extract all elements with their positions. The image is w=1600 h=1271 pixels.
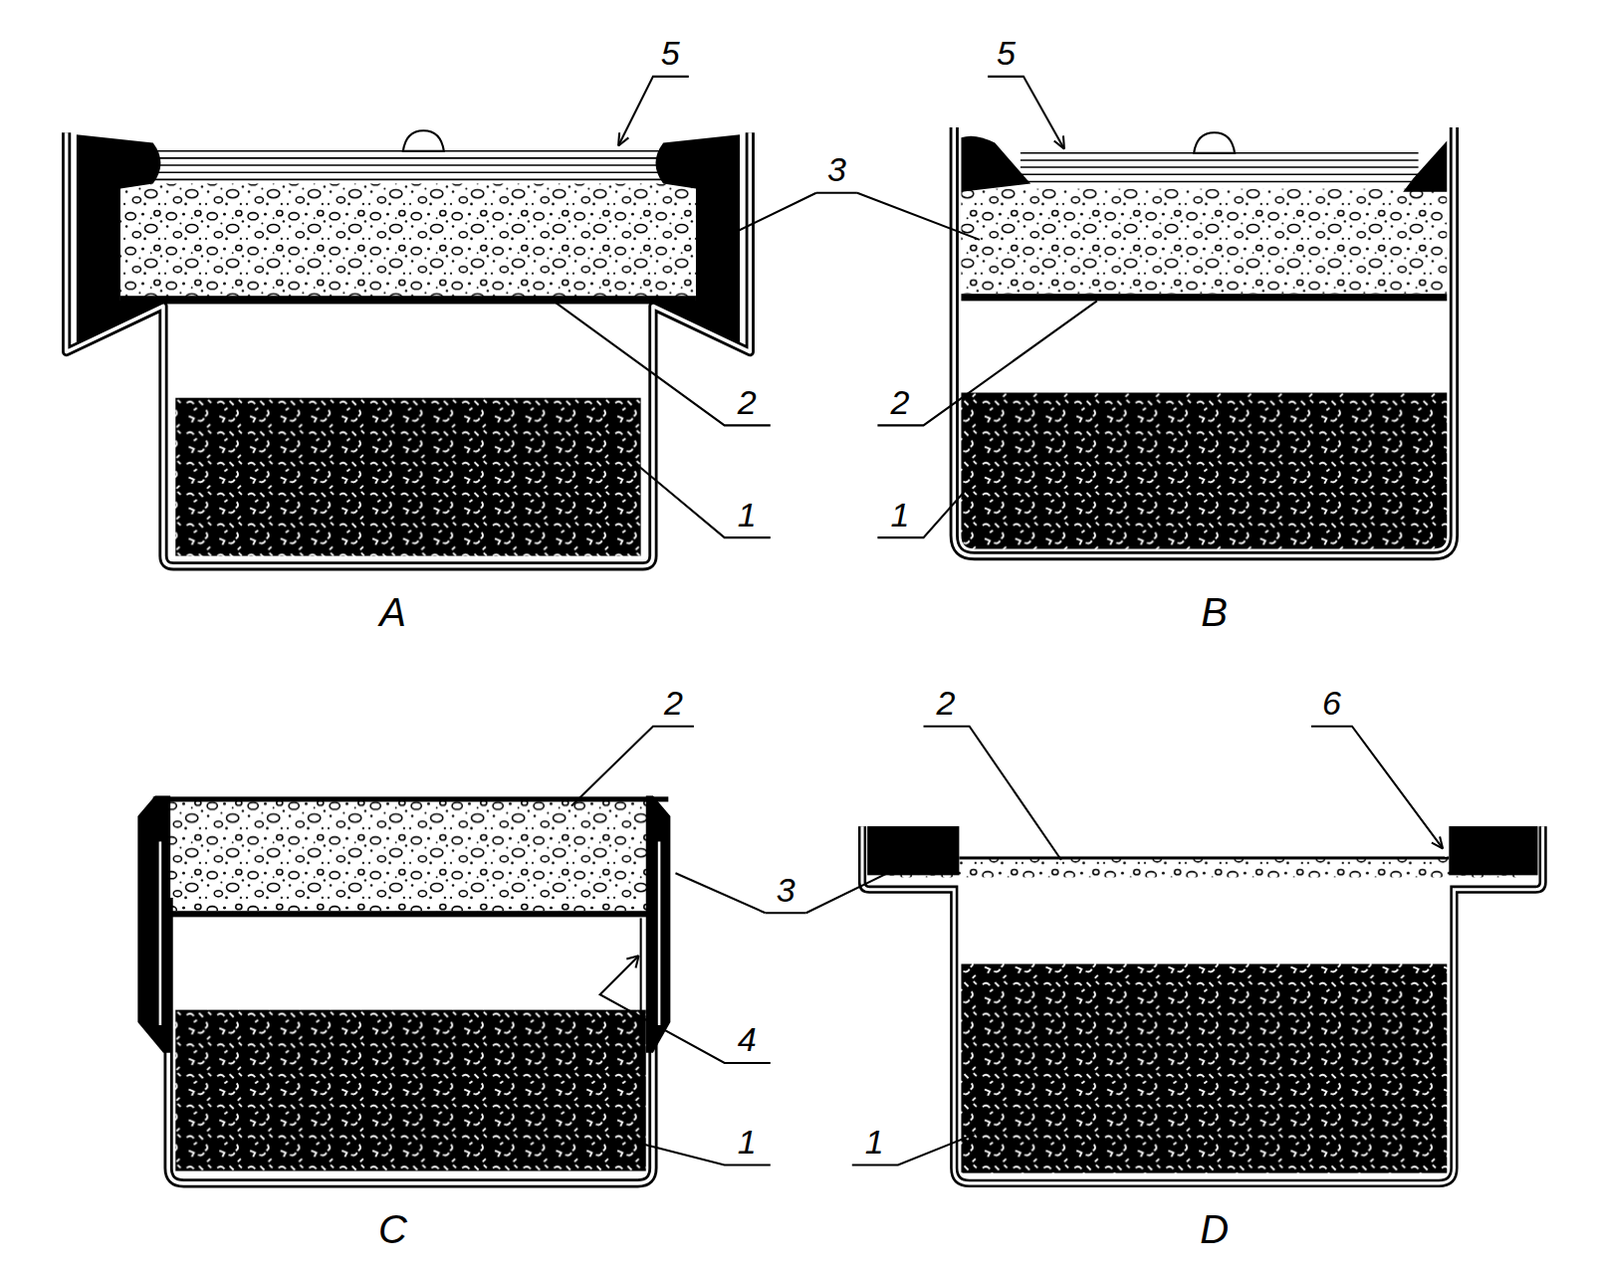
- panel-letter: D: [1199, 1209, 1229, 1250]
- callout-number: 5: [996, 35, 1016, 70]
- callout-number: 1: [737, 497, 757, 532]
- cell-b: [953, 127, 1454, 556]
- callout-number: 6: [1322, 685, 1342, 720]
- callout-number: 5: [661, 35, 681, 70]
- panel-letter: B: [1200, 592, 1228, 633]
- callout-number: 3: [776, 873, 796, 908]
- cell-c: [137, 795, 671, 1183]
- cell-a: [66, 130, 751, 567]
- callout-number: 4: [737, 1022, 757, 1057]
- panel-letter: C: [378, 1209, 408, 1250]
- callout-number: 1: [890, 497, 910, 532]
- callout-number: 2: [664, 685, 684, 720]
- callout-number: 1: [865, 1125, 885, 1159]
- panel-letter: A: [379, 592, 407, 633]
- callout-number: 1: [737, 1125, 757, 1159]
- cell-d: [862, 826, 1544, 1184]
- leader-lines: [556, 76, 1444, 1166]
- callout-number: 2: [890, 385, 910, 420]
- callout-number: 3: [827, 152, 847, 187]
- callout-number: 2: [936, 685, 956, 720]
- callout-number: 2: [737, 385, 757, 420]
